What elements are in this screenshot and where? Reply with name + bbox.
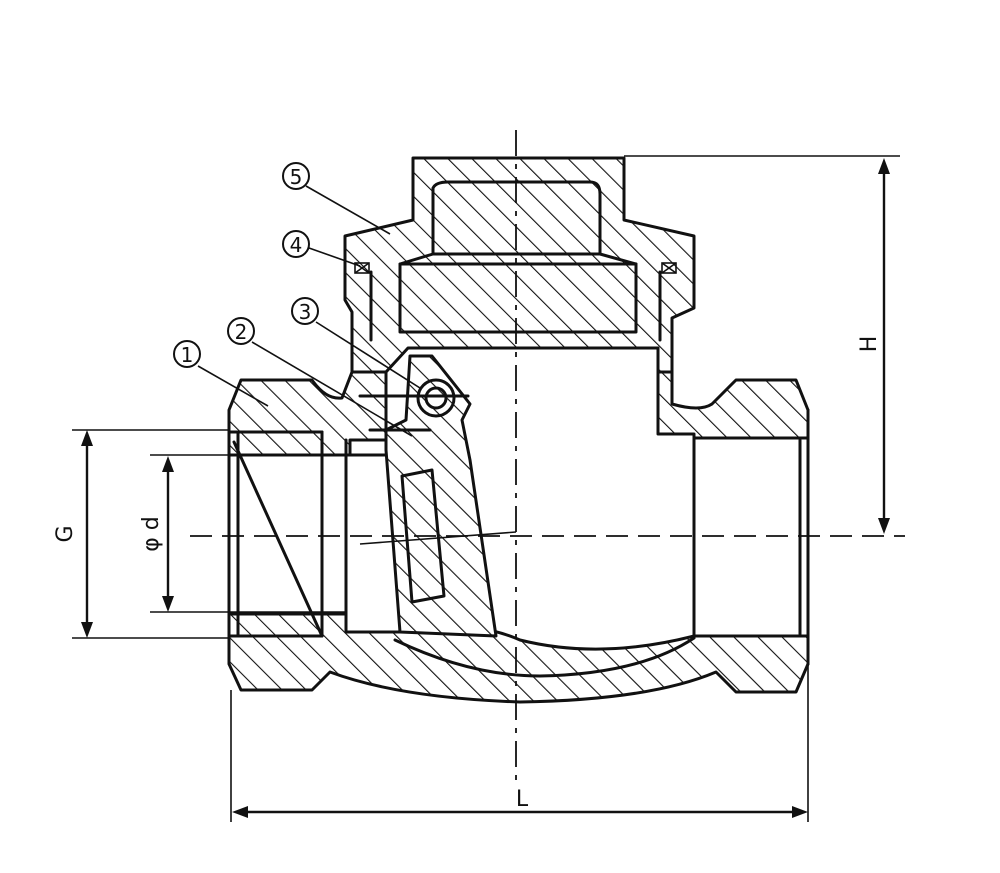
callout-2-label: 2 [235,320,248,344]
bonnet-cap [343,156,696,374]
callout-3-label: 3 [299,300,312,324]
dimension-h: H [624,155,900,534]
callout-5-label: 5 [290,165,303,189]
dimension-d-label: φ d [139,516,164,551]
hinge-pin [416,378,456,418]
callout-5: 5 [282,162,391,235]
callout-3: 3 [291,297,421,389]
valve-body [227,346,810,704]
dimension-d: φ d [139,454,346,613]
dimension-h-label: H [857,336,882,353]
callout-4-label: 4 [290,233,303,257]
callout-1-label: 1 [181,343,194,367]
seal-ring [354,262,677,342]
callout-2: 2 [227,317,413,437]
callout-4: 4 [282,230,361,267]
swing-disc [358,354,498,638]
dimension-g: G [53,429,229,639]
dimension-l-label: L [516,787,529,812]
dimension-g-label: G [53,525,78,542]
dimension-l: L [230,664,809,822]
callout-1: 1 [173,340,269,407]
